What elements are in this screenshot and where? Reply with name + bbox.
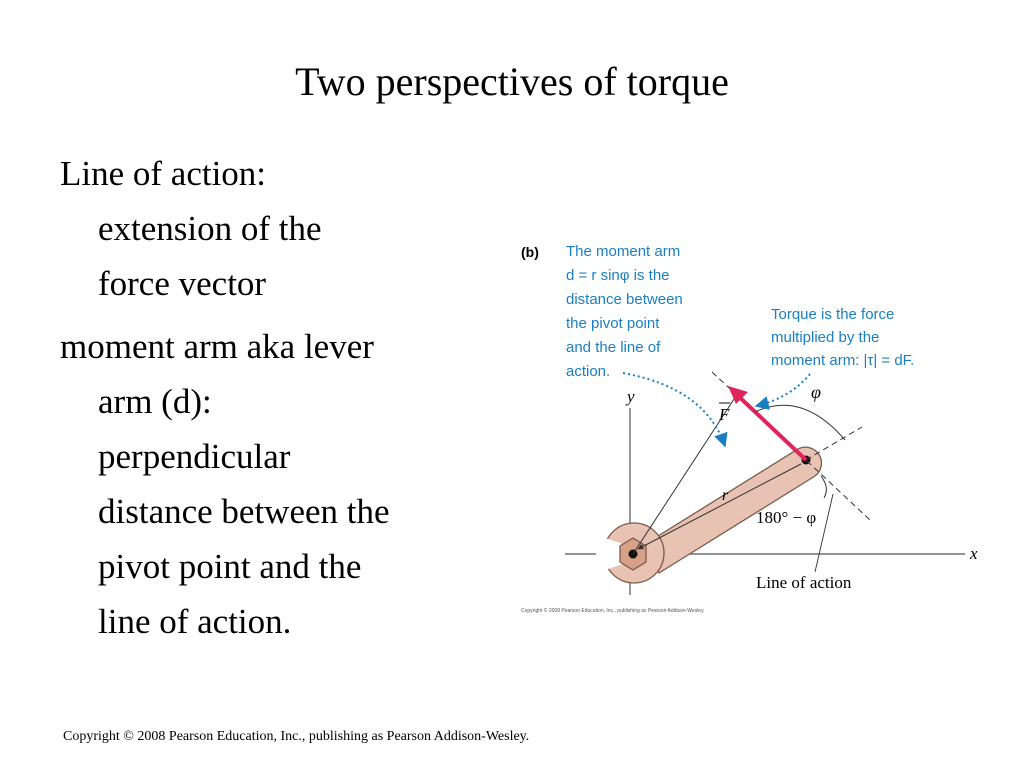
moment-arm-note-line: The moment arm [566, 243, 680, 260]
r-extension-line [805, 426, 863, 461]
line-of-action-label: Line of action [756, 573, 852, 592]
wrench-handle [641, 446, 823, 574]
bullet-text: extension of the [98, 209, 322, 248]
slide-title: Two perspectives of torque [295, 59, 729, 104]
bullet-moment-arm: moment arm aka lever arm (d): perpendicu… [60, 319, 490, 649]
torque-note-line: multiplied by the [771, 329, 879, 346]
bullet-text: perpendicular [98, 437, 291, 476]
force-vector [732, 390, 808, 462]
bullet-line-of-action: Line of action: extension of the force v… [60, 146, 490, 311]
figure-credit: Copyright © 2008 Pearson Education, Inc.… [521, 607, 705, 614]
y-axis-label: y [625, 387, 635, 406]
moment-arm-note-line: distance between [566, 291, 683, 308]
moment-arm-note-line: and the line of [566, 339, 661, 356]
bullet-text: Line of action: [60, 154, 267, 193]
bullet-text: line of action. [98, 602, 292, 641]
torque-note-line: Torque is the force [771, 306, 894, 323]
moment-arm-note-line: the pivot point [566, 315, 660, 332]
torque-note: Torque is the force multiplied by the mo… [771, 306, 914, 369]
line-of-action-leader [814, 493, 834, 573]
r-vector [637, 463, 802, 550]
force-label: F [718, 405, 730, 424]
force-arrowhead [728, 386, 748, 404]
bullet-list: Line of action: extension of the force v… [60, 146, 490, 657]
bullet-text: pivot point and the [98, 547, 362, 586]
torque-note-line: moment arm: |τ| = dF. [771, 352, 914, 369]
copyright-footer: Copyright © 2008 Pearson Education, Inc.… [63, 729, 530, 744]
torque-diagram-svg: x y r F φ 180° − φ Line of a [521, 243, 978, 614]
bullet-text: moment arm aka lever [60, 327, 374, 366]
bullet-text: force vector [98, 264, 267, 303]
torque-diagram: x y r F φ 180° − φ Line of a [510, 230, 1000, 620]
x-axis-label: x [969, 544, 978, 563]
wrench-jaw-opening [596, 535, 626, 573]
line-of-action-dashed [711, 371, 871, 521]
moment-arm-note-line: action. [566, 363, 610, 380]
supplement-angle-label: 180° − φ [756, 508, 816, 527]
moment-arm-line [632, 395, 737, 555]
torque-note-pointer [754, 373, 811, 410]
r-label: r [722, 487, 729, 504]
moment-arm-note-pointer [622, 372, 728, 448]
bullet-text: arm (d): [98, 382, 212, 421]
phi-label: φ [811, 382, 821, 402]
moment-arm-note-line: d = r sinφ is the [566, 267, 670, 284]
moment-arm-note: The moment arm d = r sinφ is the distanc… [566, 243, 683, 380]
supplement-arc [820, 475, 827, 499]
bullet-text: distance between the [98, 492, 390, 531]
panel-label: (b) [521, 244, 539, 260]
